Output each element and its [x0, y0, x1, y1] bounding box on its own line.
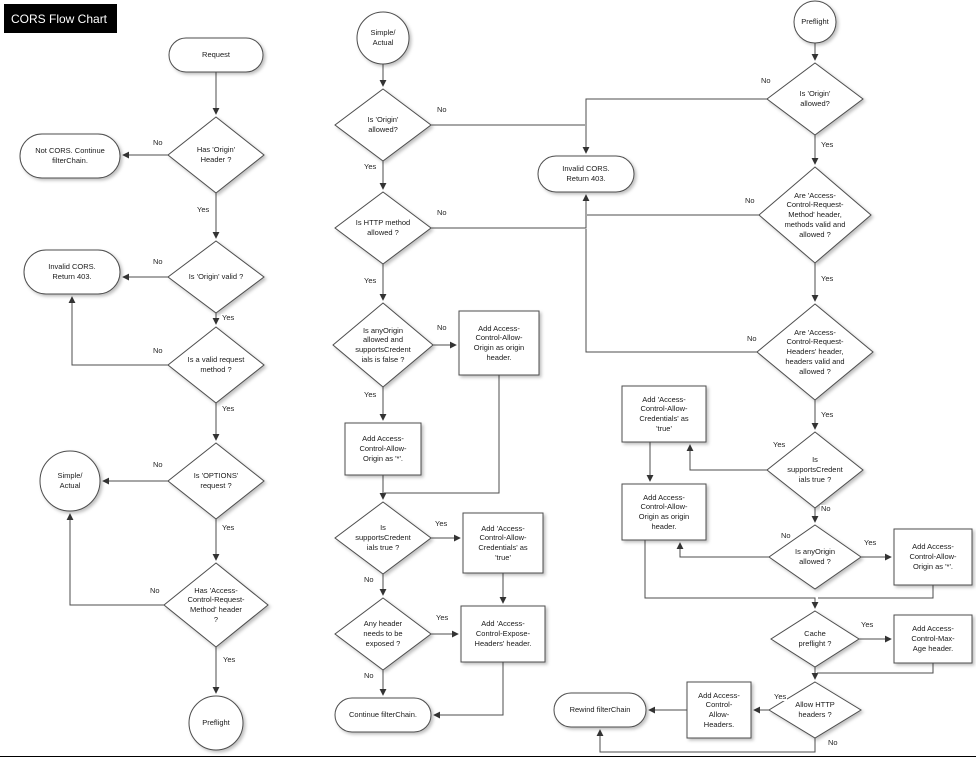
cache-preflight-shape [770, 610, 860, 668]
anyorigin-mid-shape [332, 302, 434, 388]
allow-http-shape [768, 681, 862, 739]
continue-mid-shape [334, 697, 432, 733]
origin-valid-shape [167, 240, 265, 314]
add-origin-right-shape [621, 483, 707, 541]
edge-e28 [582, 98, 767, 154]
has-acrm-shape [163, 562, 269, 648]
invalid-mid-shape [537, 155, 635, 193]
not-cors-shape [19, 133, 121, 179]
origin-allowed-right-shape [766, 62, 864, 136]
valid-method-shape [167, 326, 265, 404]
supports-cred-right-shape [766, 431, 864, 509]
expose-mid-shape [334, 597, 432, 671]
add-cred-right-shape [621, 385, 707, 443]
add-star-mid-shape [344, 422, 422, 476]
anyorigin-right-shape [768, 524, 862, 590]
acrh-right-shape [756, 303, 874, 401]
edge-e26 [433, 662, 504, 719]
edge-e20 [384, 375, 500, 494]
edge-e15 [431, 194, 590, 229]
options-request-shape [167, 442, 265, 520]
invalid-left-shape [23, 249, 121, 295]
supports-cred-mid-shape [334, 501, 432, 575]
node-shapes [19, 0, 973, 751]
edge-e32 [585, 229, 757, 353]
allow-headers-rect-shape [686, 681, 752, 739]
edge-e38 [676, 542, 769, 558]
connectors [66, 43, 934, 753]
chart-title: CORS Flow Chart [4, 4, 117, 33]
edge-e43 [817, 663, 934, 674]
http-method-shape [334, 191, 432, 265]
add-star-right-shape [893, 528, 973, 586]
edge-e34 [686, 444, 767, 471]
preflight-right-shape [793, 0, 837, 44]
edge-e39 [644, 540, 819, 609]
has-origin-shape [167, 116, 265, 194]
preflight-left-shape [188, 695, 244, 751]
origin-allowed-mid-shape [334, 88, 432, 162]
expose-headers-shape [460, 605, 546, 663]
simple-actual-mid-shape [356, 11, 410, 65]
edge-e10 [66, 513, 164, 606]
max-age-shape [893, 614, 973, 664]
edge-e06 [68, 296, 168, 366]
edge-e47 [596, 729, 816, 753]
rewind-shape [553, 692, 647, 728]
add-cred-mid-shape [462, 512, 544, 574]
edge-e40 [818, 585, 934, 599]
acrm-right-shape [758, 166, 872, 264]
simple-actual-left-shape [39, 450, 101, 512]
add-origin-mid-shape [458, 310, 540, 376]
request-shape [168, 37, 264, 73]
